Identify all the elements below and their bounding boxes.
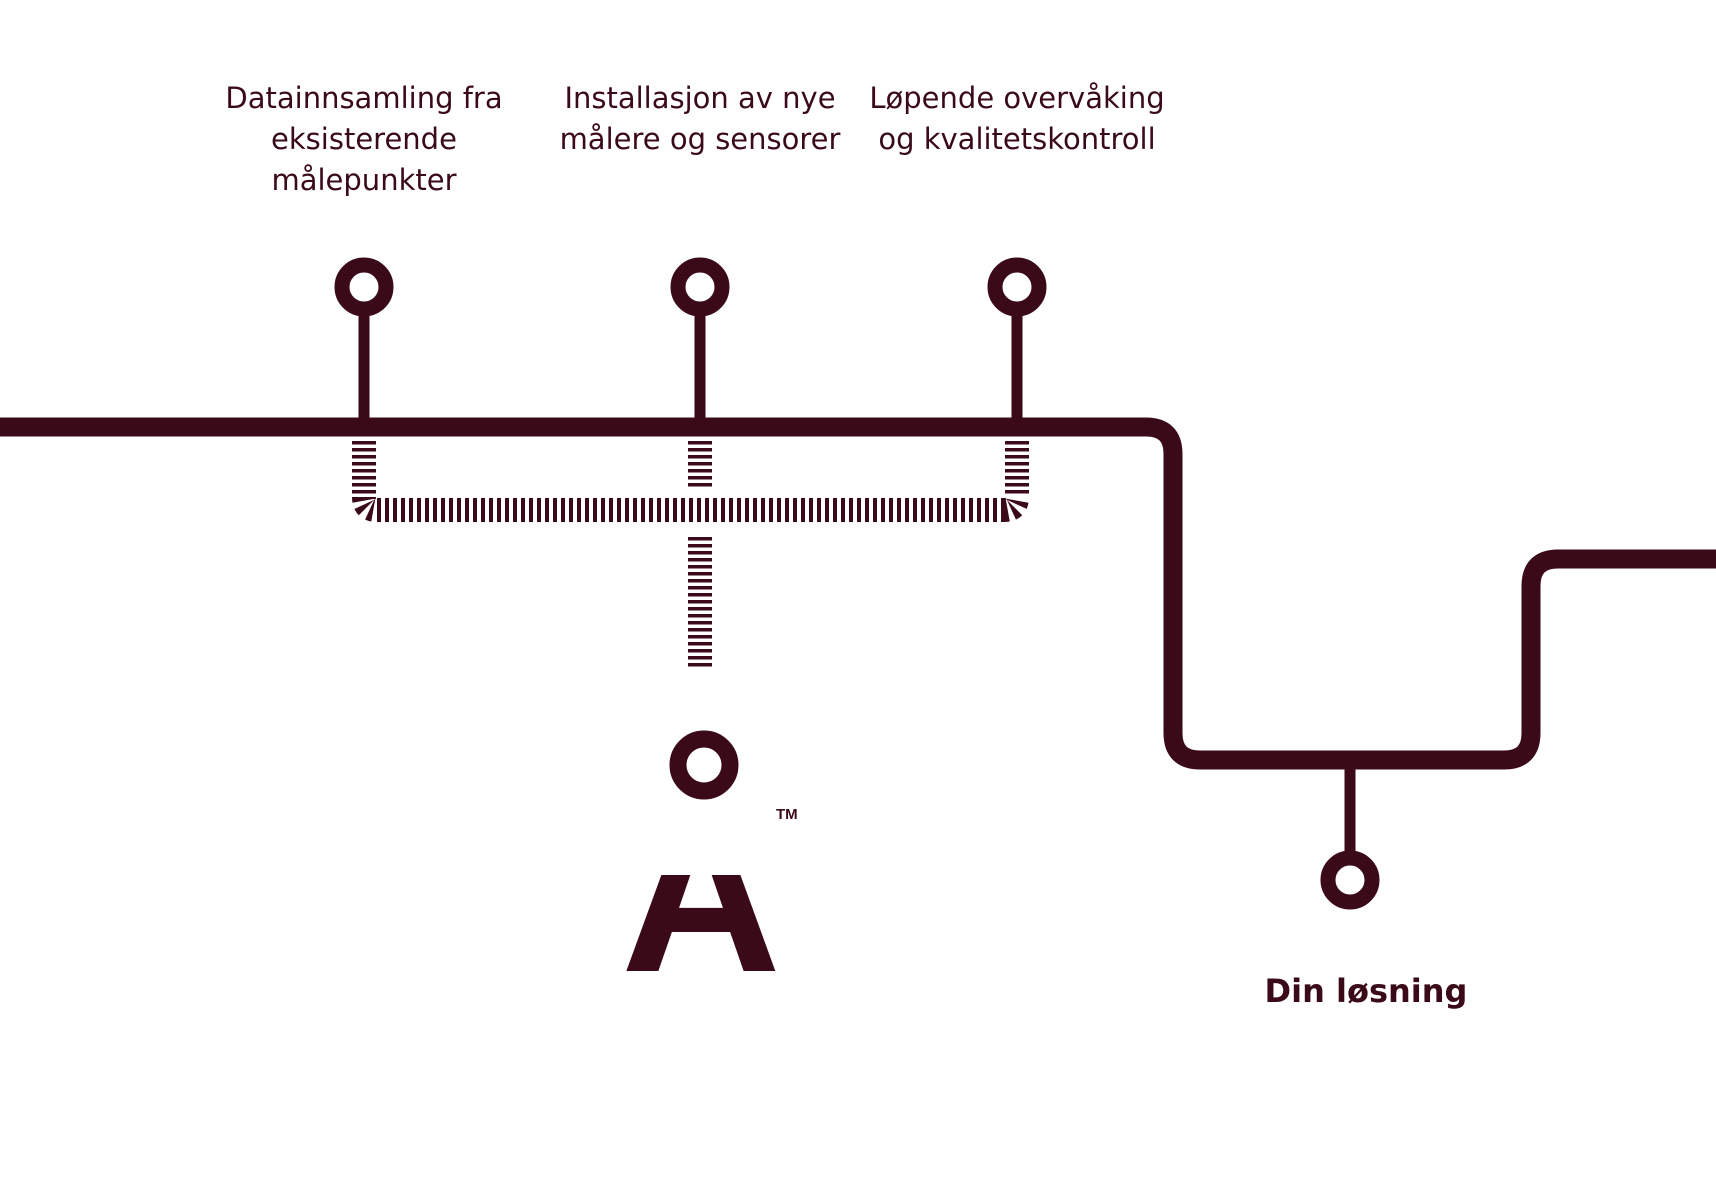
stop-marker-destination [1320,760,1380,910]
dashed-connector [352,441,1029,667]
stop-label-overvaking: Løpende overvåking og kvalitetskontroll [869,81,1165,156]
stop-marker-installasjon [670,257,730,427]
destination-label: Din løsning [1264,972,1468,1010]
stop-label-datainnsamling: Datainnsamling fra eksisterende målepunk… [225,81,503,197]
logo-letter: Å [596,795,806,995]
dash-corner-right [1003,496,1029,522]
stop-label-installasjon: Installasjon av nye målere og sensorer [559,81,841,156]
logo-letter-text: Å [620,771,782,1019]
trademark-mark: TM [776,806,798,823]
logo-ring [669,730,739,800]
dash-corner-left [352,496,378,522]
main-route-line [0,417,1716,770]
stop-marker-overvaking [987,257,1047,427]
stop-marker-datainnsamling [334,257,394,427]
